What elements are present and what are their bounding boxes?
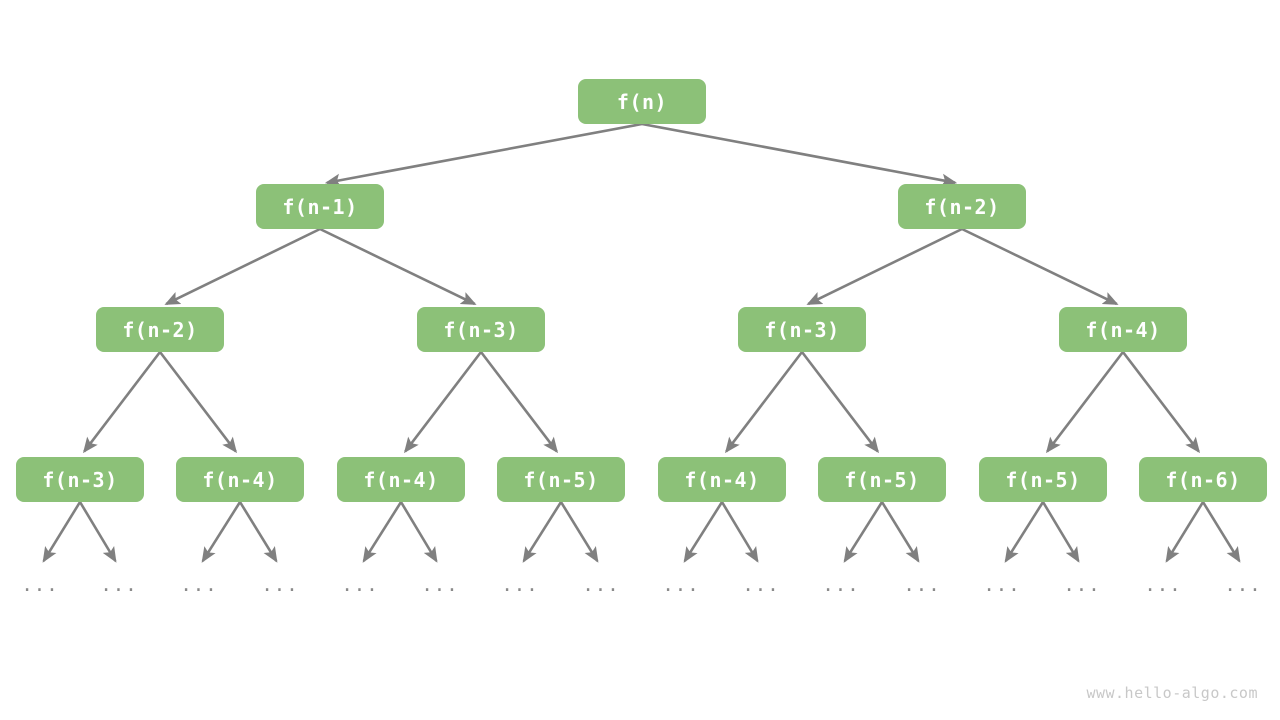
tree-edge-leaf xyxy=(522,501,563,563)
tree-edge xyxy=(324,122,643,187)
tree-edge xyxy=(1045,351,1125,454)
tree-node-label: f(n-5) xyxy=(523,467,599,492)
tree-edge xyxy=(403,351,483,454)
tree-node: f(n-4) xyxy=(658,457,786,502)
ellipsis-marker: ... xyxy=(742,573,780,596)
tree-edge xyxy=(800,351,880,454)
tree-node-label: f(n-5) xyxy=(1005,467,1081,492)
tree-edge xyxy=(479,351,559,454)
tree-edge xyxy=(961,227,1119,306)
tree-node-label: f(n-4) xyxy=(202,467,278,492)
watermark: www.hello-algo.com xyxy=(1086,684,1258,702)
tree-edge xyxy=(82,351,162,454)
tree-edge xyxy=(1121,351,1201,454)
ellipsis-marker: ... xyxy=(1144,573,1182,596)
tree-node: f(n-4) xyxy=(337,457,465,502)
tree-node-label: f(n-1) xyxy=(282,194,358,219)
ellipsis-marker: ... xyxy=(582,573,620,596)
ellipsis-marker: ... xyxy=(21,573,59,596)
tree-node-label: f(n-3) xyxy=(764,317,840,342)
ellipsis-marker: ... xyxy=(421,573,459,596)
tree-node: f(n-2) xyxy=(898,184,1026,229)
tree-edge-leaf xyxy=(559,501,599,563)
tree-node: f(n-1) xyxy=(256,184,384,229)
tree-node: f(n-4) xyxy=(1059,307,1187,352)
ellipsis-marker: ... xyxy=(903,573,941,596)
tree-edge-leaf xyxy=(1165,501,1205,563)
tree-node-label: f(n-5) xyxy=(844,467,920,492)
tree-node-label: f(n) xyxy=(616,89,668,114)
tree-edge-leaf xyxy=(1004,501,1045,563)
tree-edge-leaf xyxy=(1041,501,1080,563)
tree-edge xyxy=(158,351,238,454)
tree-edge-leaf xyxy=(238,501,278,563)
tree-edge-leaf xyxy=(201,501,242,563)
ellipsis-marker: ... xyxy=(501,573,539,596)
tree-node-label: f(n-4) xyxy=(363,467,439,492)
tree-node-label: f(n-3) xyxy=(443,317,519,342)
tree-node-label: f(n-4) xyxy=(684,467,760,492)
tree-edge xyxy=(319,227,477,306)
tree-edge xyxy=(806,227,963,306)
ellipsis-marker: ... xyxy=(1063,573,1101,596)
tree-node-label: f(n-4) xyxy=(1085,317,1161,342)
ellipsis-marker: ... xyxy=(100,573,138,596)
tree-node: f(n-4) xyxy=(176,457,304,502)
tree-edge xyxy=(164,227,321,306)
tree-node: f(n) xyxy=(578,79,706,124)
tree-edge-leaf xyxy=(720,501,759,563)
tree-edge-leaf xyxy=(399,501,438,563)
ellipsis-marker: ... xyxy=(180,573,218,596)
tree-node: f(n-3) xyxy=(738,307,866,352)
ellipsis-marker: ... xyxy=(341,573,379,596)
tree-node: f(n-5) xyxy=(497,457,625,502)
tree-edge-leaf xyxy=(880,501,920,563)
tree-edge xyxy=(724,351,804,454)
ellipsis-marker: ... xyxy=(662,573,700,596)
ellipsis-marker: ... xyxy=(983,573,1021,596)
tree-node: f(n-2) xyxy=(96,307,224,352)
ellipsis-marker: ... xyxy=(1224,573,1262,596)
tree-node: f(n-5) xyxy=(979,457,1107,502)
tree-node: f(n-3) xyxy=(417,307,545,352)
tree-edge-leaf xyxy=(78,501,117,563)
tree-node: f(n-6) xyxy=(1139,457,1267,502)
ellipsis-marker: ... xyxy=(261,573,299,596)
tree-edge xyxy=(641,122,958,187)
tree-edge-leaf xyxy=(362,501,403,563)
tree-node: f(n-3) xyxy=(16,457,144,502)
tree-edge-leaf xyxy=(1201,501,1241,563)
tree-node-label: f(n-2) xyxy=(122,317,198,342)
ellipsis-marker: ... xyxy=(822,573,860,596)
tree-edge-leaf xyxy=(683,501,724,563)
tree-node-label: f(n-3) xyxy=(42,467,118,492)
tree-node-label: f(n-2) xyxy=(924,194,1000,219)
tree-node: f(n-5) xyxy=(818,457,946,502)
tree-edge-leaf xyxy=(843,501,884,563)
tree-edge-leaf xyxy=(42,501,82,563)
tree-node-label: f(n-6) xyxy=(1165,467,1241,492)
